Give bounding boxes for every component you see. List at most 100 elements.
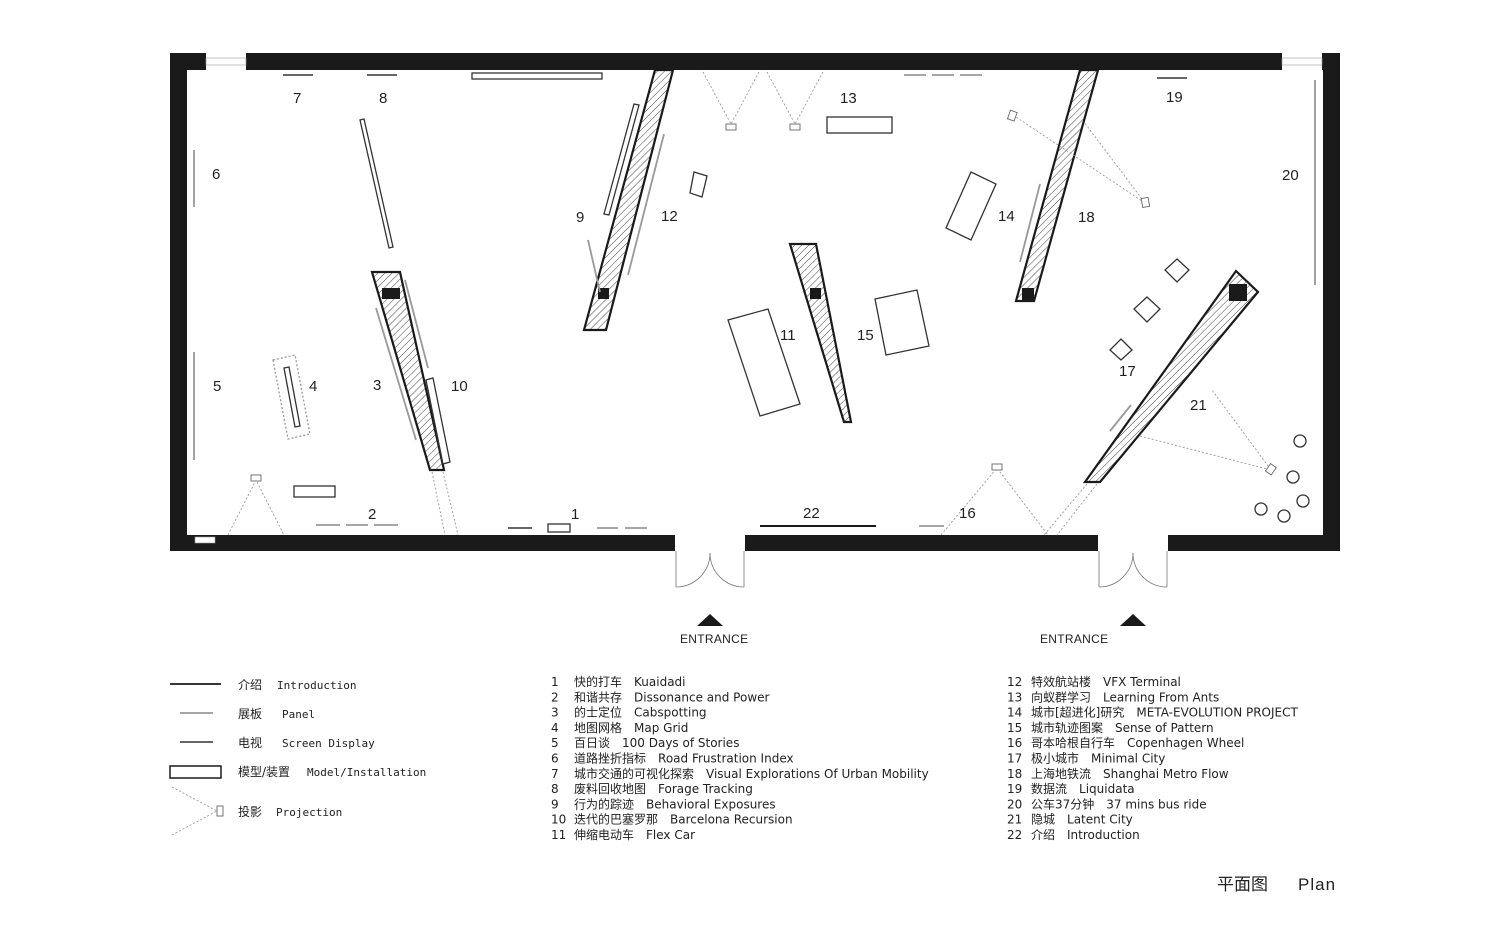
window-gap [1281,57,1323,66]
exhibit-number-22[interactable]: 22 [803,505,820,522]
installation [293,485,336,498]
exhibit-list-number: 2 [551,690,559,704]
panel [1109,404,1132,432]
legend-introduction-cn: 介绍 [238,678,262,692]
exhibit-list-cn-title: 城市[超进化]研究 [1031,705,1124,720]
door-right[interactable] [1098,551,1168,588]
exhibit-list-cn-title: 的士定位 [574,705,622,720]
wall-top-left [170,53,206,70]
exhibit-list-number: 5 [551,736,559,750]
screen-block [810,288,821,299]
installation [689,171,708,198]
exhibit-number-8[interactable]: 8 [379,90,387,107]
exhibit-number-20[interactable]: 20 [1282,167,1299,184]
exhibit-number-5[interactable]: 5 [213,378,221,395]
screen-block [1022,288,1034,300]
exhibit-number-10[interactable]: 10 [451,378,468,395]
panel [1019,183,1041,263]
exhibit-number-1[interactable]: 1 [571,506,579,523]
exhibit-list-en-title: Forage Tracking [658,782,753,796]
exhibit-list-en-title: VFX Terminal [1103,675,1181,689]
wall-bottom-b [745,535,1098,551]
exhibit-number-9[interactable]: 9 [576,209,584,226]
legend-screen-cn: 电视 [238,735,262,750]
panels [193,74,1316,529]
exhibit-number-6[interactable]: 6 [212,166,220,183]
installation [826,116,893,134]
exhibit-list-en-title: 37 mins bus ride [1106,797,1206,811]
exhibit-number-19[interactable]: 19 [1166,89,1183,106]
exhibit-list-cn-title: 行为的踪迹 [574,796,634,811]
exhibit-list-cn-title: 向蚁群学习 [1031,689,1091,704]
projector [250,474,262,482]
exhibit-number-3[interactable]: 3 [373,377,381,394]
legend-panel-cn: 展板 [238,707,262,721]
exhibit-list-en-title: Copenhagen Wheel [1127,736,1244,750]
exhibit-list-cn-title: 极小城市 [1031,751,1079,766]
legend-projection-cn: 投影 [238,804,262,819]
wall-bottom-c [1168,535,1340,551]
installations [272,72,1310,533]
exhibit-list-cn-title: 地图网格 [574,720,622,735]
exhibit-list-en-title: Map Grid [634,721,688,735]
installation [945,171,997,241]
exhibit-list-cn-title: 和谐共存 [574,690,622,704]
projector [991,463,1003,471]
exhibit-list-en-title: Learning From Ants [1103,690,1219,704]
exhibit-list-number: 1 [551,675,559,689]
installation [1109,338,1133,361]
exhibit-list-number: 18 [1007,767,1022,781]
projector [789,123,801,131]
window-gap [194,536,216,544]
exhibit-list-cn-title: 隐城 [1031,813,1055,827]
screen-block [598,288,609,299]
exhibit-list-cn-title: 哥本哈根自行车 [1031,735,1115,750]
entrance-arrow-icon [697,614,723,626]
projector [725,123,737,131]
exhibit-list-en-title: Latent City [1067,813,1133,827]
exhibit-list-cn-title: 迭代的巴塞罗那 [574,812,658,827]
legend-model-en: Model/Installation [307,766,426,779]
exhibit-number-11[interactable]: 11 [780,327,796,344]
exhibit-list-number: 7 [551,767,559,781]
legend-projection-symbol [171,786,218,836]
exhibit-number-21[interactable]: 21 [1190,397,1207,414]
wheel-model [1254,502,1268,516]
exhibit-list-en-title: Liquidata [1079,782,1135,796]
exhibit-list-number: 8 [551,782,559,796]
plan-title-cn: 平面图 [1217,875,1268,895]
legend-panel-en: Panel [282,708,315,721]
exhibit-number-14[interactable]: 14 [998,208,1015,225]
exhibit-list-number: 9 [551,797,559,811]
exhibit-number-7[interactable]: 7 [293,90,301,107]
wheel-model [1296,494,1310,508]
exhibit-list-cn-title: 数据流 [1031,781,1067,796]
exhibit-number-16[interactable]: 16 [959,505,976,522]
exhibit-list-cn-title: 百日谈 [574,736,610,750]
exhibit-number-15[interactable]: 15 [857,327,874,344]
exhibit-number-4[interactable]: 4 [309,378,317,395]
door-left[interactable] [675,551,745,588]
partition-wall [582,68,675,332]
exhibit-number-2[interactable]: 2 [368,506,376,523]
legend: 介绍 Introduction 展板 Panel 电视 Screen Displ… [169,678,426,836]
installation [1164,258,1190,283]
exhibit-number-12[interactable]: 12 [661,208,678,225]
legend-projection-en: Projection [276,806,342,819]
exhibit-number-18[interactable]: 18 [1078,209,1095,226]
wall-bottom-a [170,535,675,551]
exhibit-number-17[interactable]: 17 [1119,363,1136,380]
exhibit-number-13[interactable]: 13 [840,90,857,107]
exhibit-list-cn-title: 公车37分钟 [1031,796,1094,811]
